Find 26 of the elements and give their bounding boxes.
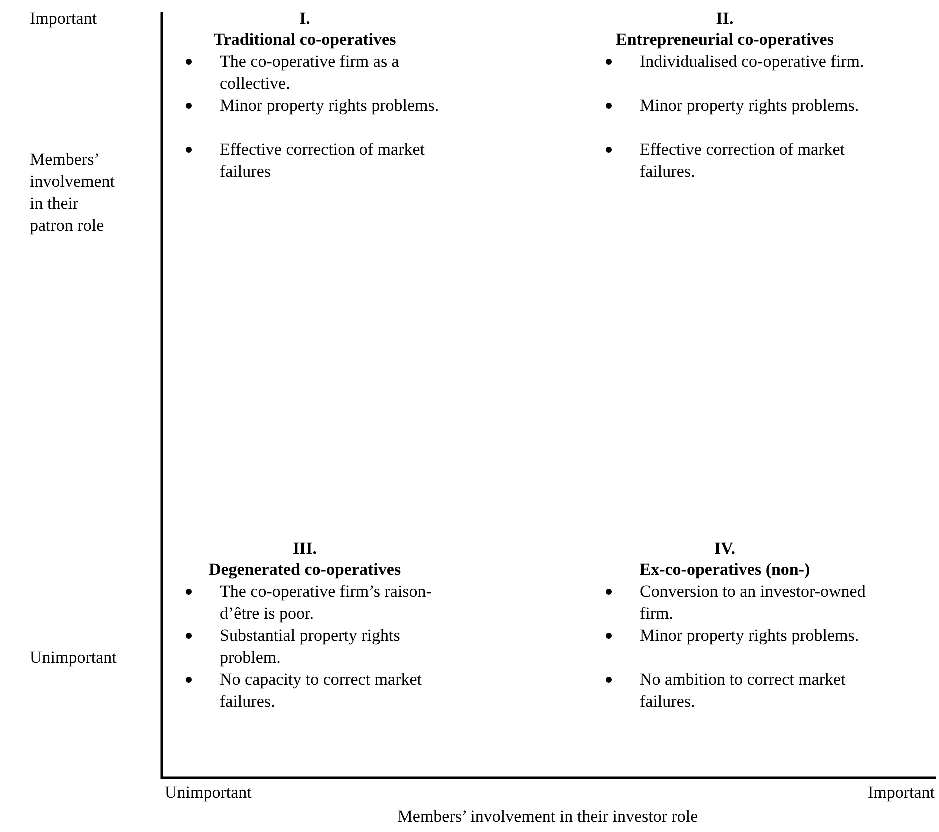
bullet-text: The co-operative firm’s raison-d’être is poor. bbox=[220, 581, 433, 625]
bullet-text: The co-operative firm as a collective. bbox=[220, 51, 400, 95]
bullet-text: Effective correction of market failures bbox=[220, 139, 426, 183]
bullet-text: Effective correction of market failures. bbox=[640, 139, 846, 183]
bullet-text: No capacity to correct market failures. bbox=[220, 669, 424, 713]
axis-label: Members’ involvement in their investor role bbox=[396, 806, 700, 828]
bullet-text: Minor property rights problems. bbox=[640, 625, 860, 647]
bullet-text: Individualised co-operative firm. bbox=[640, 51, 864, 73]
bullet-text: No ambition to correct market failures. bbox=[640, 669, 847, 713]
bullet-text: Minor property rights problems. bbox=[640, 95, 860, 117]
quadrant-heading: Entrepreneurial co-operatives bbox=[615, 29, 835, 51]
bullet-text: Minor property rights problems. bbox=[220, 95, 440, 117]
quadrant-heading: III. bbox=[292, 538, 318, 560]
quadrant-heading: II. bbox=[715, 8, 735, 30]
axis-label: Important bbox=[30, 8, 98, 30]
bullet-text: Conversion to an investor-owned firm. bbox=[640, 581, 867, 625]
axis-label: Unimportant bbox=[30, 647, 118, 669]
axis-label: Members’ involvement in their patron role bbox=[30, 149, 116, 237]
quadrant-heading: Traditional co-operatives bbox=[212, 29, 398, 51]
bullet-text: Substantial property rights problem. bbox=[220, 625, 402, 669]
quadrant-heading: I. bbox=[298, 8, 312, 30]
quadrant-heading: Ex-co-operatives (non-) bbox=[638, 559, 812, 581]
axis-label: Unimportant bbox=[165, 782, 253, 804]
axis-label: Important bbox=[866, 782, 935, 804]
quadrant-heading: Degenerated co-operatives bbox=[208, 559, 402, 581]
quadrant-heading: IV. bbox=[714, 538, 736, 560]
